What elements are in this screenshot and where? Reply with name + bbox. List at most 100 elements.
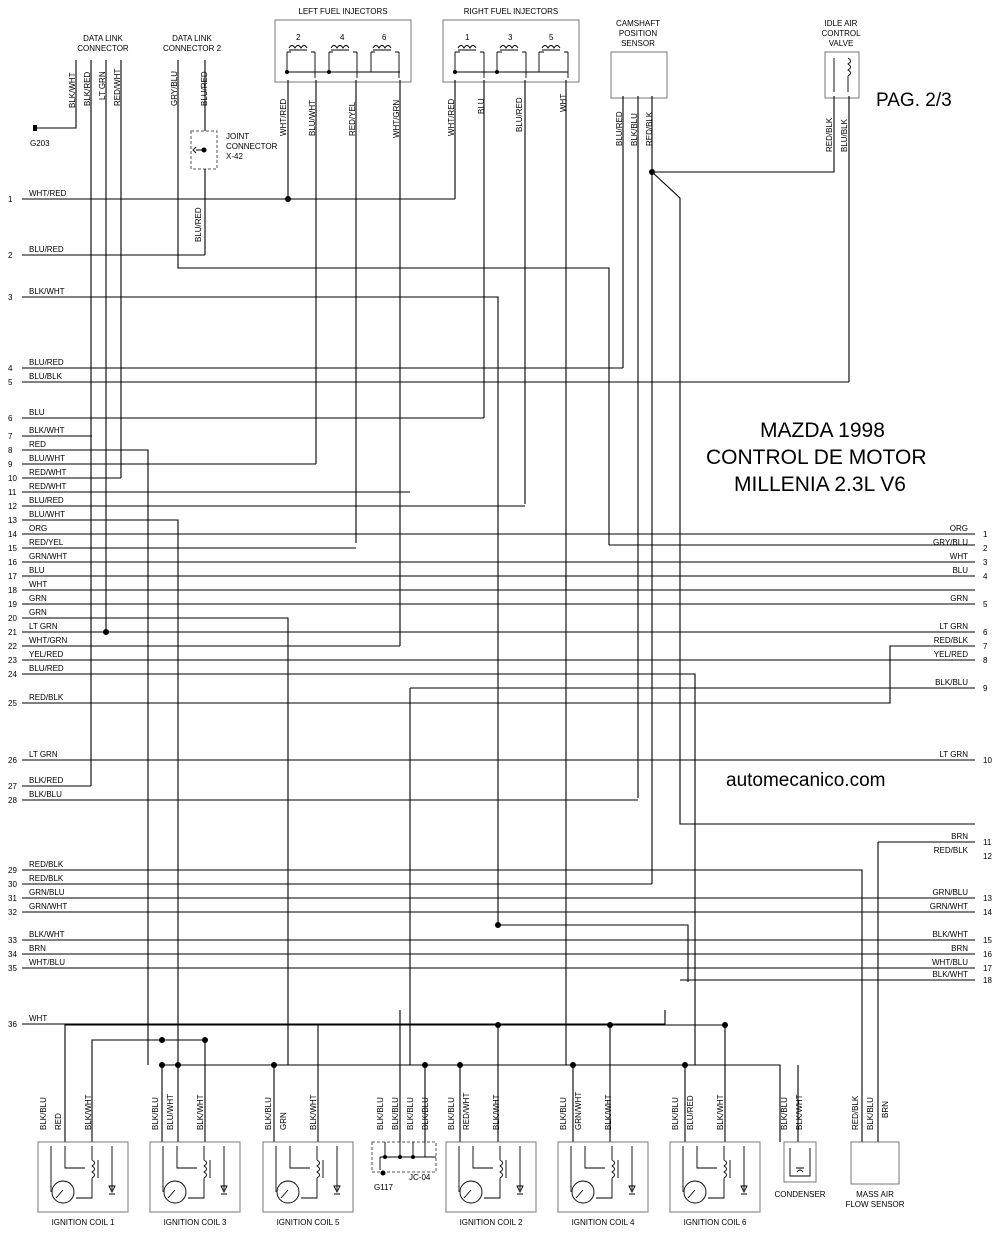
right-pin-wire-label: WHT <box>950 552 968 561</box>
left-injector-number: 4 <box>340 33 345 42</box>
jc04-connector <box>371 1141 437 1173</box>
left-pin-wire-label: BLU/RED <box>29 358 64 367</box>
left-pin-number: 16 <box>8 558 17 567</box>
dlc-label-1: DATA LINK <box>83 34 123 43</box>
condenser-wire-label: BLK/BLU <box>780 1097 789 1130</box>
left-pin-wire-label: BLU/RED <box>29 664 64 673</box>
ignition-coil-label: IGNITION COIL 3 <box>164 1218 227 1227</box>
left-pin-wire-label: BLU/RED <box>29 245 64 254</box>
coil-wire-label: BLK/BLU <box>151 1097 160 1130</box>
right-pin-number: 2 <box>983 544 988 553</box>
junction-dots <box>103 169 728 1068</box>
left-pin-wire-label: WHT/BLU <box>29 958 65 967</box>
left-inj-node <box>285 70 289 74</box>
right-pin-wire-label: GRN <box>950 594 968 603</box>
left-pin-wire-label: GRN/BLU <box>29 888 65 897</box>
left-pin-wire-label: BLU/BLK <box>29 372 63 381</box>
left-inj-wire-label: WHT/GRN <box>392 100 401 138</box>
g117-label: G117 <box>374 1183 394 1192</box>
left-pin-wire-label: BLU/WHT <box>29 510 65 519</box>
left-pin-number: 5 <box>8 378 13 387</box>
left-inj-node <box>327 70 331 74</box>
left-pin-number: 20 <box>8 614 17 623</box>
left-connector-pins: 1WHT/RED2BLU/RED3BLK/WHT4BLU/RED5BLU/BLK… <box>8 189 67 1029</box>
coil-wire-label: BLK/WHT <box>716 1094 725 1130</box>
right-pin-wire-label: BLU <box>952 566 968 575</box>
left-pin-number: 21 <box>8 628 17 637</box>
left-pin-number: 1 <box>8 195 13 204</box>
right-pin-wire-label: GRN/BLU <box>932 888 968 897</box>
coil-wire-label: BLK/BLU <box>559 1097 568 1130</box>
ignition-coil-label: IGNITION COIL 1 <box>52 1218 115 1227</box>
g117-wire-label: BLK/BLU <box>406 1097 415 1130</box>
title-line-2: CONTROL DE MOTOR <box>706 446 927 469</box>
coil-wire-label: BLK/BLU <box>671 1097 680 1130</box>
left-pin-number: 26 <box>8 756 17 765</box>
iac-wire-label: RED/BLK <box>825 117 834 152</box>
jc04-label: JC-04 <box>409 1173 431 1182</box>
left-pin-wire-label: ORG <box>29 524 47 533</box>
left-pin-number: 4 <box>8 364 13 373</box>
g117-wire-label: BLK/BLU <box>421 1097 430 1130</box>
right-inj-wire-label: BLU/RED <box>515 97 524 132</box>
right-pin-number: 17 <box>983 964 992 973</box>
left-pin-wire-label: RED/BLK <box>29 860 64 869</box>
condenser-box <box>783 1141 817 1183</box>
ignition-coil-label: IGNITION COIL 5 <box>277 1218 340 1227</box>
left-pin-wire-label: RED/WHT <box>29 468 66 477</box>
x42-label-1: JOINT <box>226 132 249 141</box>
maf-sensor-box <box>850 1141 900 1185</box>
left-pin-wire-label: RED/YEL <box>29 538 64 547</box>
left-pin-number: 15 <box>8 544 17 553</box>
maf-wire-label: RED/BLK <box>851 1095 860 1130</box>
iac-label-3: VALVE <box>829 39 854 48</box>
left-pin-wire-label: BLU/RED <box>29 496 64 505</box>
left-pin-wire-label: GRN <box>29 608 47 617</box>
g203-ground-symbol <box>33 125 37 131</box>
left-pin-number: 3 <box>8 293 13 302</box>
coil-wire-label: BLU/WHT <box>166 1094 175 1130</box>
right-pin-number: 5 <box>983 600 988 609</box>
wire-harness <box>22 60 975 1142</box>
left-pin-wire-label: BLK/WHT <box>29 426 65 435</box>
right-injector-number: 5 <box>549 33 554 42</box>
coil-wire-label: BLK/WHT <box>604 1094 613 1130</box>
right-pin-number: 11 <box>983 838 992 847</box>
left-pin-number: 10 <box>8 474 17 483</box>
left-injectors-title: LEFT FUEL INJECTORS <box>298 7 387 16</box>
left-pin-wire-label: WHT <box>29 1014 47 1023</box>
left-pin-number: 22 <box>8 642 17 651</box>
coil-wire-label: GRN <box>279 1112 288 1130</box>
left-pin-wire-label: BLU <box>29 566 45 575</box>
left-pin-number: 18 <box>8 586 17 595</box>
right-pin-number: 3 <box>983 558 988 567</box>
g117-ground-symbol <box>380 1170 386 1176</box>
cmp-label-3: SENSOR <box>621 39 655 48</box>
coil-wire-label: BLK/WHT <box>84 1094 93 1130</box>
left-inj-wire-label: BLU/WHT <box>308 100 317 136</box>
right-pin-number: 16 <box>983 950 992 959</box>
x42-label-2: CONNECTOR <box>226 142 278 151</box>
right-pin-wire-label: BLK/BLU <box>935 678 968 687</box>
coil-wire-label: BLU/RED <box>686 1095 695 1130</box>
right-inj-node <box>453 70 457 74</box>
right-inj-wire-label: WHT <box>559 94 568 112</box>
coil-wire-label: BLK/BLU <box>39 1097 48 1130</box>
iac-coil <box>833 57 851 92</box>
g117-wire-label: BLK/BLU <box>391 1097 400 1130</box>
right-pin-wire-label: RED/BLK <box>934 636 969 645</box>
right-pin-wire-label: BRN <box>951 832 968 841</box>
left-pin-wire-label: GRN/WHT <box>29 902 67 911</box>
dlc-wire-label: RED/WHT <box>113 69 122 106</box>
coil-wire-label: BLK/BLU <box>264 1097 273 1130</box>
right-injectors-box <box>442 19 580 83</box>
left-pin-number: 31 <box>8 894 17 903</box>
left-pin-wire-label: LT GRN <box>29 622 58 631</box>
left-pin-number: 36 <box>8 1020 17 1029</box>
condenser-symbol <box>789 1148 811 1177</box>
